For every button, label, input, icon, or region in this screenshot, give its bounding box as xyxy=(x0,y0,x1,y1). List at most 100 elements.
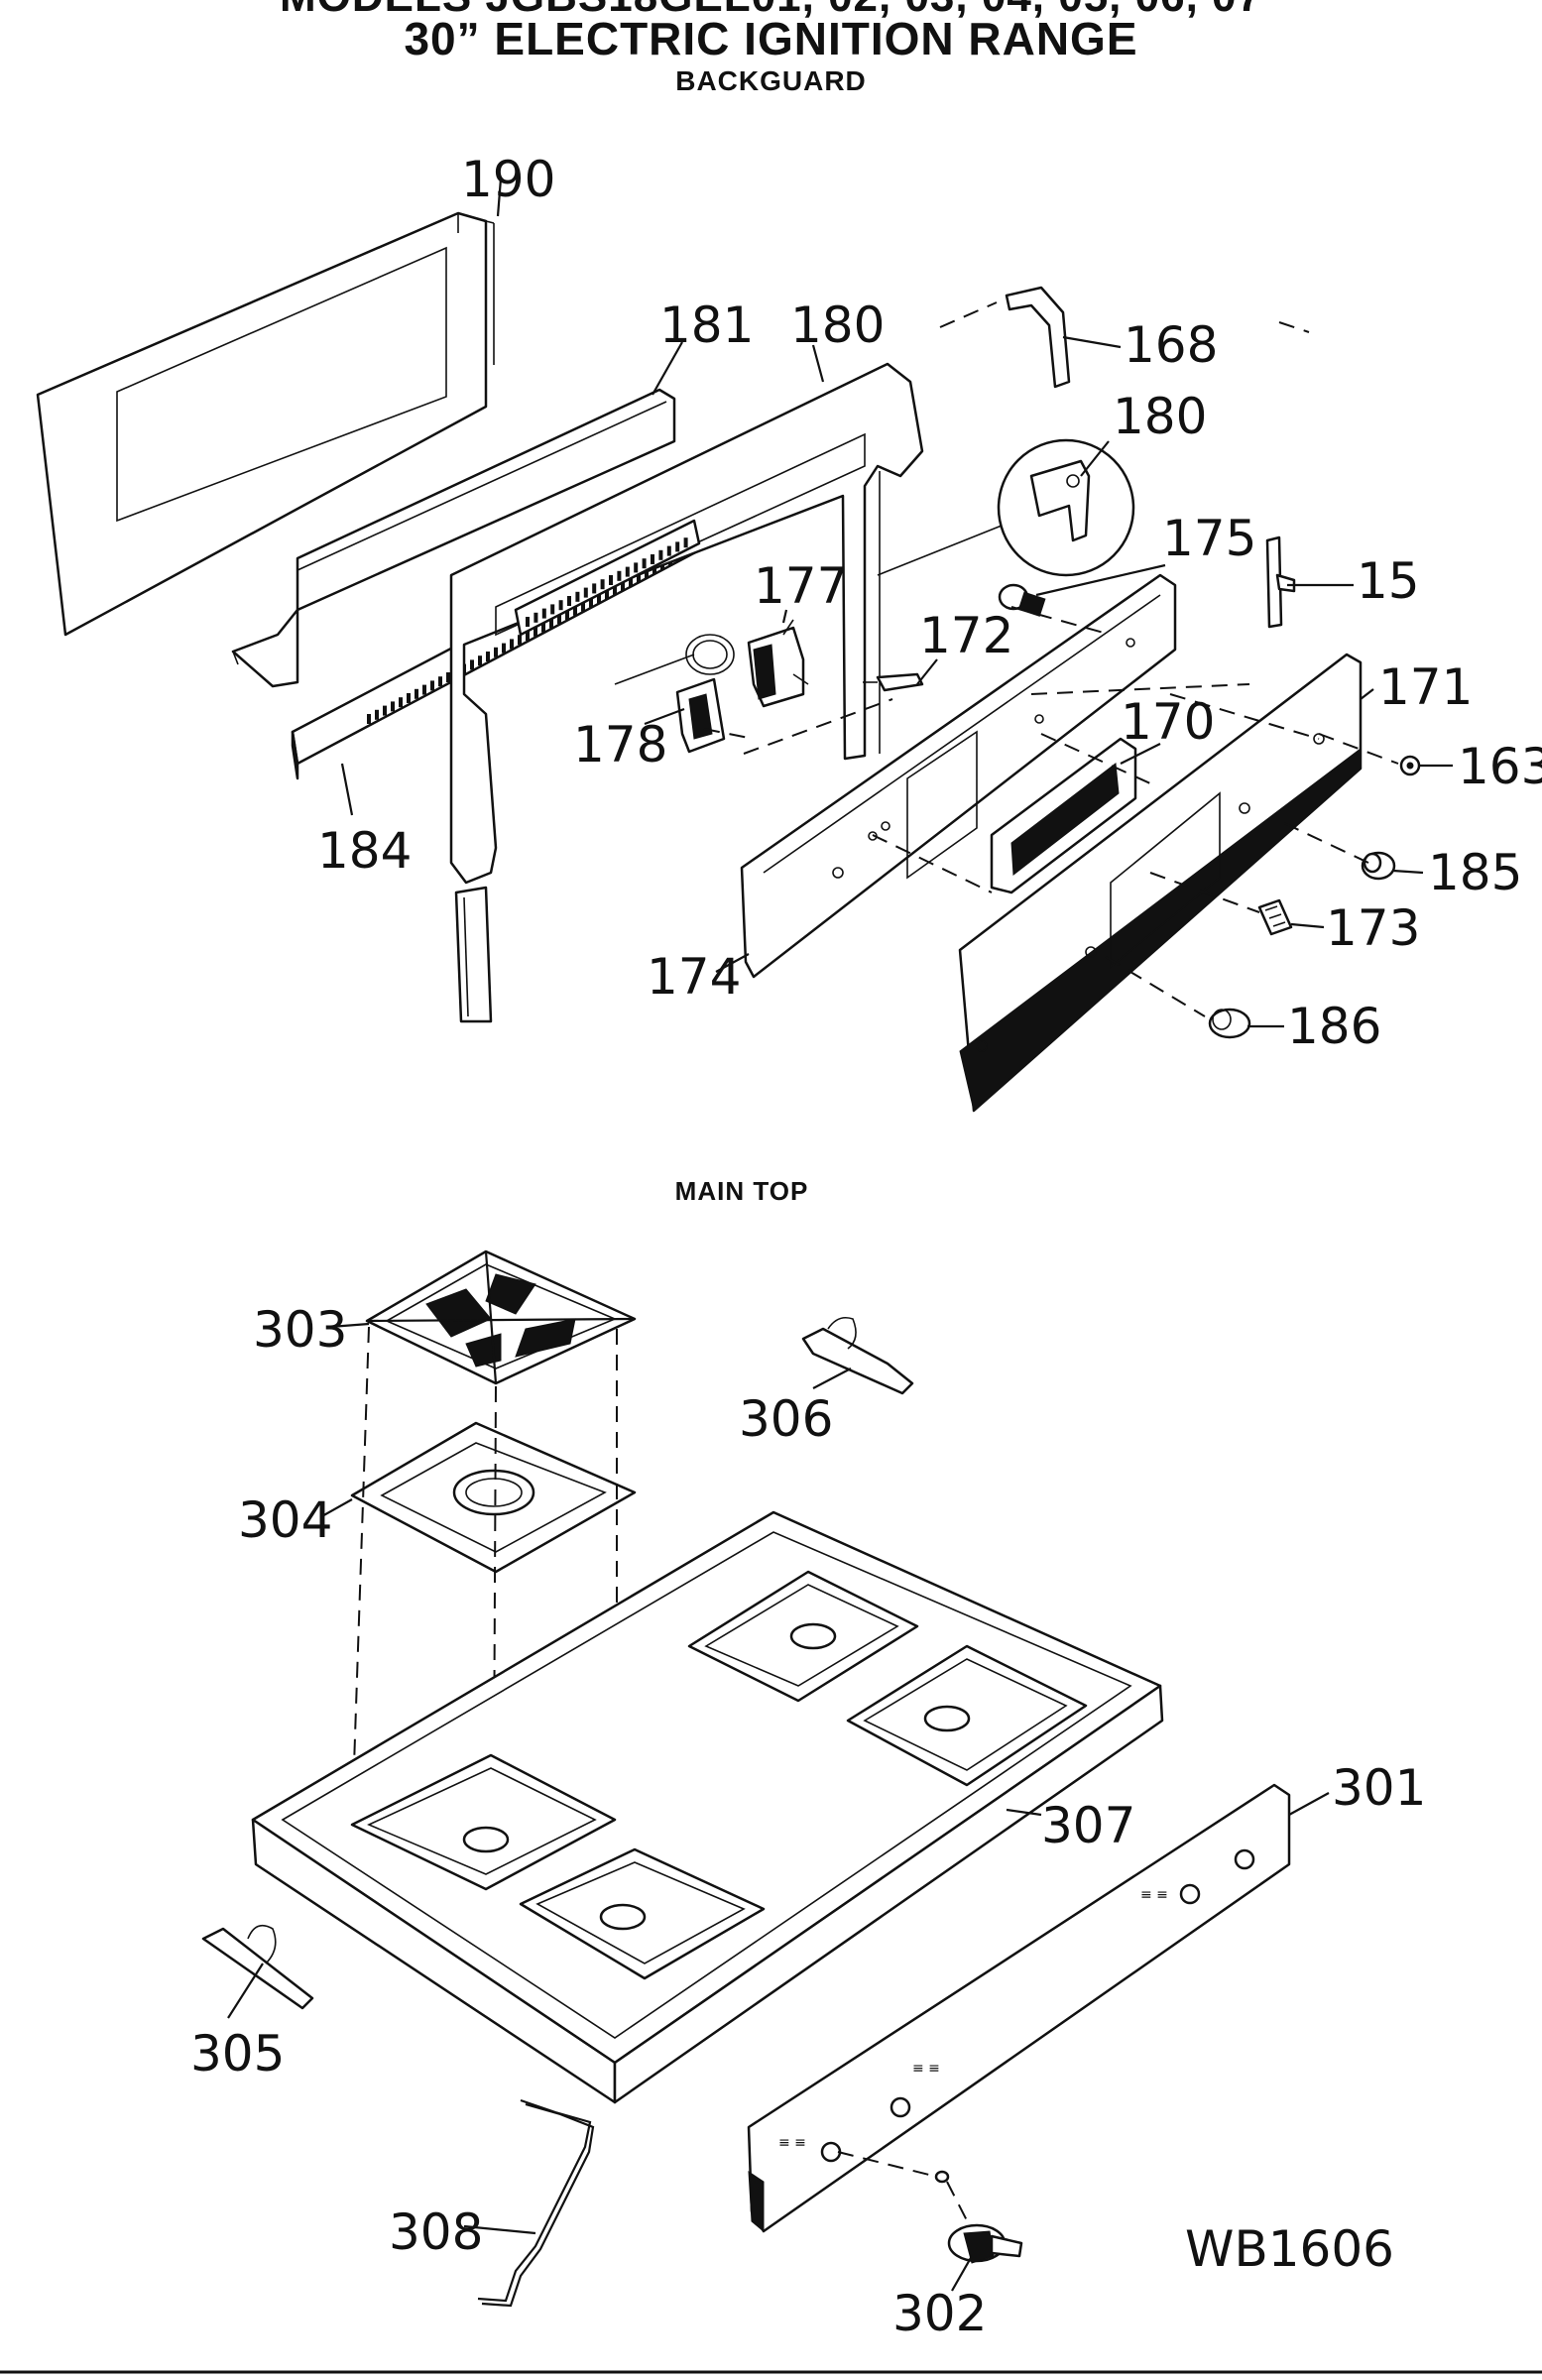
assembly-line xyxy=(1040,733,1151,784)
svg-text:≡ ≡: ≡ ≡ xyxy=(778,2135,806,2151)
callout-180-detail: 180 xyxy=(1113,388,1207,445)
vent-slot xyxy=(478,655,482,666)
callout-180: 180 xyxy=(790,297,885,354)
part-181-bracket xyxy=(231,388,676,688)
vent-slot xyxy=(666,545,671,556)
callout-307: 307 xyxy=(1041,1797,1135,1854)
vent-slot xyxy=(613,584,617,595)
assembly-line xyxy=(1169,693,1320,740)
part-301-control-panel: ≡ ≡ ≡ ≡ ≡ ≡ xyxy=(747,1783,1291,2233)
callout-308: 308 xyxy=(389,2203,483,2261)
part-305-bracket xyxy=(201,1924,314,2010)
vent-slot xyxy=(415,688,418,699)
vent-slot xyxy=(502,643,506,654)
callout-172: 172 xyxy=(919,607,1013,664)
vent-slot xyxy=(399,697,403,708)
vent-slot xyxy=(651,554,654,564)
assembly-line xyxy=(872,834,993,893)
vent-slot xyxy=(592,583,597,594)
vent-slot xyxy=(375,709,379,720)
vent-slot xyxy=(658,549,663,560)
part-163-nut xyxy=(1318,733,1421,776)
svg-text:≡ ≡: ≡ ≡ xyxy=(1140,1887,1168,1903)
vent-slot xyxy=(526,631,530,641)
vent-slot xyxy=(367,714,371,724)
stray-mark xyxy=(1278,321,1310,333)
callout-185: 185 xyxy=(1428,844,1522,901)
part-15-clip xyxy=(1265,536,1296,629)
vent-slot xyxy=(637,572,641,583)
callout-175: 175 xyxy=(1162,510,1256,567)
vent-slot xyxy=(494,647,498,657)
callout-186: 186 xyxy=(1287,998,1381,1055)
vent-slot xyxy=(583,587,588,598)
part-306-bracket xyxy=(801,1316,914,1395)
vent-slot xyxy=(645,568,649,578)
part-174-control-panel xyxy=(740,573,1250,979)
vent-slot xyxy=(550,604,555,615)
vent-slot xyxy=(621,580,625,591)
vent-slot xyxy=(391,701,395,712)
part-186-knob xyxy=(1105,956,1251,1039)
callout-178: 178 xyxy=(573,716,667,774)
vent-slot xyxy=(541,608,546,619)
part-170-display-window xyxy=(990,737,1137,894)
vent-slot xyxy=(617,570,622,581)
callout-301: 301 xyxy=(1332,1759,1426,1817)
vent-slot xyxy=(609,575,613,585)
vent-slot xyxy=(422,684,426,695)
part-172-sensor xyxy=(863,672,924,692)
part-178-timer xyxy=(614,634,893,755)
callout-184: 184 xyxy=(317,822,412,880)
vent-slot xyxy=(575,591,580,602)
vent-slot xyxy=(605,589,609,599)
part-185-knob xyxy=(1361,851,1396,881)
drawing-code: WB1606 xyxy=(1185,2220,1394,2278)
callout-190: 190 xyxy=(461,151,555,208)
alignment-line xyxy=(351,1326,370,1826)
vent-slot xyxy=(600,579,605,590)
callout-174: 174 xyxy=(647,948,741,1006)
alignment-line xyxy=(493,1385,497,1786)
vent-slot xyxy=(541,622,545,633)
vent-slot xyxy=(683,537,688,548)
callout-168: 168 xyxy=(1124,316,1218,374)
vent-slot xyxy=(534,626,537,637)
vent-slot xyxy=(510,639,514,650)
vent-slot xyxy=(557,614,561,625)
vent-slot xyxy=(642,558,647,569)
vent-slot xyxy=(629,576,633,587)
vent-slot xyxy=(518,635,522,646)
callout-173: 173 xyxy=(1326,899,1420,957)
vent-slot xyxy=(549,618,553,629)
vent-slot xyxy=(383,705,387,716)
part-180-detail-callout xyxy=(877,438,1135,577)
part-190-back-panel xyxy=(36,211,495,637)
part-308-wire-spring xyxy=(477,2098,595,2308)
callout-163: 163 xyxy=(1458,738,1542,795)
vent-slot xyxy=(634,562,639,573)
callout-304: 304 xyxy=(238,1491,332,1549)
part-303-burner-grate xyxy=(365,1250,637,1385)
vent-slot xyxy=(438,676,442,687)
part-307-main-top xyxy=(251,1510,1164,2104)
vent-slot xyxy=(625,566,630,577)
callout-15: 15 xyxy=(1357,552,1420,610)
part-304-drip-pan xyxy=(350,1421,637,1574)
svg-text:≡ ≡: ≡ ≡ xyxy=(912,2061,940,2077)
vent-slot xyxy=(589,597,593,608)
callout-302: 302 xyxy=(892,2285,987,2342)
vent-slot xyxy=(567,596,571,606)
vent-slot xyxy=(430,680,434,691)
part-168-hinge xyxy=(939,286,1071,389)
callout-177: 177 xyxy=(754,557,848,615)
vent-slot xyxy=(597,593,601,604)
callout-303: 303 xyxy=(253,1301,347,1359)
vent-slot xyxy=(581,601,585,612)
vent-slot xyxy=(534,612,538,623)
model-line: MODELS JGBS18GEL01, 02, 03, 04, 05, 06, … xyxy=(0,0,1542,22)
callout-181: 181 xyxy=(659,297,754,354)
vent-slot xyxy=(558,600,563,611)
assembly-line xyxy=(1010,606,1112,636)
vent-slot xyxy=(565,610,569,620)
